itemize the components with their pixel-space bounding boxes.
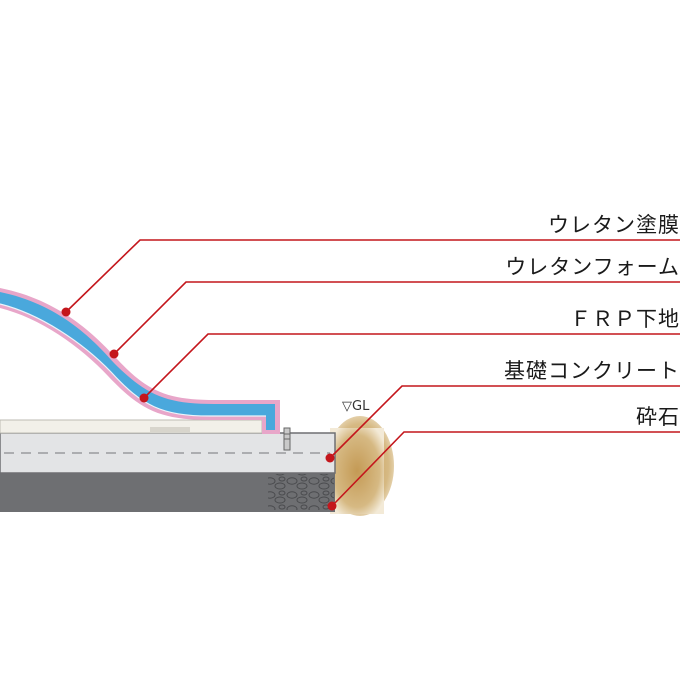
dot-urethane-coating (61, 307, 71, 317)
crushed-stone-texture (268, 474, 334, 510)
label-urethane-coating: ウレタン塗膜 (548, 213, 680, 237)
urethane-foam-shell (0, 292, 275, 430)
leader-frp-base (143, 333, 680, 399)
ground-level-marker: ▽GL (342, 399, 370, 414)
soil-fill (330, 428, 384, 514)
label-urethane-foam: ウレタンフォーム (505, 255, 680, 279)
dot-urethane-foam (109, 349, 119, 359)
label-crushed-stone: 砕石 (636, 405, 680, 429)
leader-crushed-stone (331, 431, 680, 507)
frp-base-line (0, 303, 266, 417)
dot-foundation-concrete (325, 453, 335, 463)
leader-foundation-concrete (329, 385, 680, 459)
dot-crushed-stone (327, 501, 337, 511)
dot-frp-base (139, 393, 149, 403)
base-strip (0, 419, 263, 434)
label-foundation-concrete: 基礎コンクリート (504, 359, 680, 383)
base-strip-shadow (150, 427, 190, 432)
label-frp-base: ＦＲＰ下地 (570, 307, 680, 331)
leader-urethane-coating (65, 239, 680, 313)
leader-urethane-foam (113, 281, 680, 355)
